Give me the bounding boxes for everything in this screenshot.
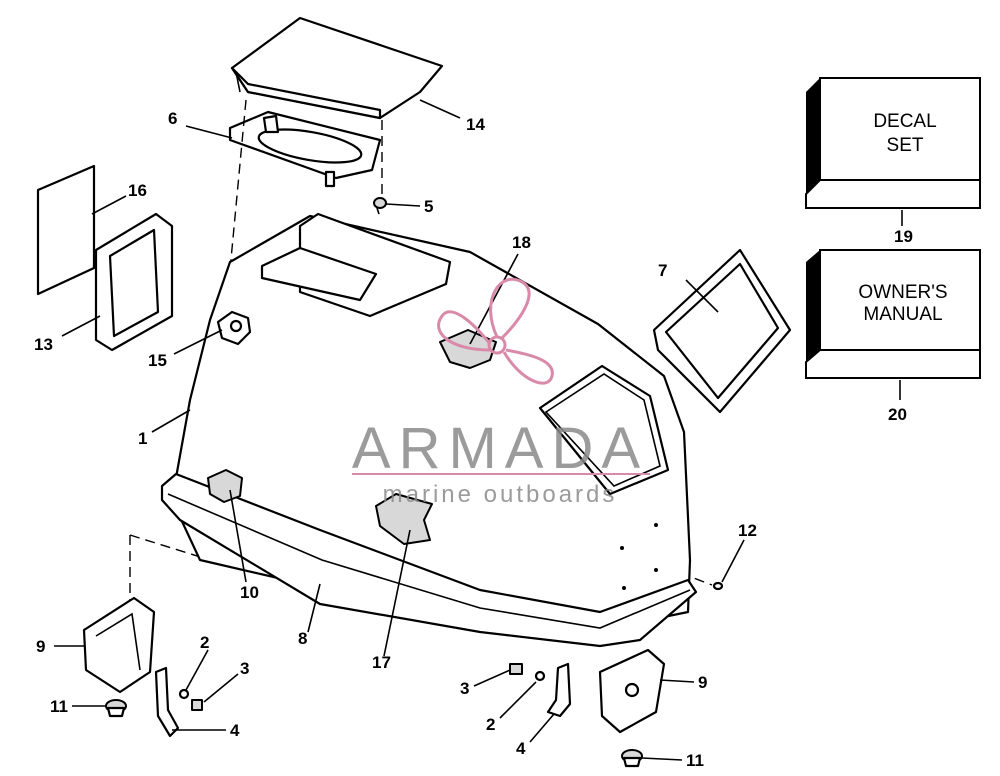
callout-3-left: 3: [240, 659, 249, 678]
decal-box-line2: SET: [887, 135, 924, 156]
callout-3-right: 3: [460, 679, 469, 698]
callouts: 1 2 2 3 3 4 4 5 6 7 8 9 9 10 11 11 12 13…: [34, 109, 913, 770]
part-11-left-grommet: [105, 699, 127, 718]
part-14-cover-lid: [230, 16, 444, 120]
part-7-panel: [652, 248, 792, 414]
callout-14: 14: [466, 115, 485, 134]
callout-17: 17: [372, 653, 391, 672]
callout-13: 13: [34, 335, 53, 354]
callout-9-right: 9: [698, 673, 707, 692]
part-3-left-screw: [191, 699, 203, 711]
part-12-screw: [712, 581, 724, 591]
callout-2-right: 2: [486, 715, 495, 734]
decal-box-line1: DECAL: [873, 111, 936, 132]
watermark-tagline: marine outboards: [383, 481, 618, 508]
propeller-logo-icon: [437, 277, 554, 385]
leader-lines: [54, 99, 903, 761]
callout-11-right: 11: [686, 751, 704, 770]
part-5-screw: [373, 197, 387, 215]
callout-18: 18: [512, 233, 531, 252]
part-17-foam: [375, 493, 433, 545]
callout-4-left: 4: [230, 721, 240, 740]
callout-7: 7: [658, 261, 667, 280]
part-15-knob: [216, 310, 252, 346]
callout-11-left: 11: [50, 697, 68, 716]
callout-4-right: 4: [516, 739, 526, 758]
part-9-left-bracket: [82, 596, 156, 694]
callout-2-left: 2: [200, 633, 209, 652]
part-4-right-strap: [546, 662, 572, 718]
part-13-frame: [94, 212, 174, 352]
part-10-latch: [207, 469, 243, 503]
part-9-right-bracket: [598, 648, 666, 734]
part-4-left-strap: [154, 666, 180, 738]
decal-set-box: [805, 77, 981, 209]
callout-5: 5: [424, 197, 433, 216]
callout-15: 15: [148, 351, 167, 370]
callout-8: 8: [298, 629, 307, 648]
callout-9-left: 9: [36, 637, 45, 656]
manual-box-line1: OWNER'S: [858, 282, 947, 303]
callout-16: 16: [128, 181, 147, 200]
callout-19: 19: [894, 227, 913, 246]
callout-20: 20: [888, 405, 907, 424]
owners-manual-box: [805, 249, 981, 379]
callout-10: 10: [240, 583, 259, 602]
part-2-right-washer: [534, 670, 546, 682]
manual-box-line2: MANUAL: [863, 304, 942, 325]
part-16-sheet: [36, 164, 96, 296]
watermark-brand: ARMADA: [352, 416, 648, 481]
part-3-right-screw: [509, 663, 523, 675]
part-6-bezel: [228, 110, 382, 188]
callout-6: 6: [168, 109, 177, 128]
callout-12: 12: [738, 521, 757, 540]
watermark: ARMADA marine outboards: [352, 277, 650, 508]
callout-1: 1: [138, 429, 147, 448]
part-2-left-washer: [178, 688, 190, 700]
part-11-right-grommet: [621, 749, 643, 768]
